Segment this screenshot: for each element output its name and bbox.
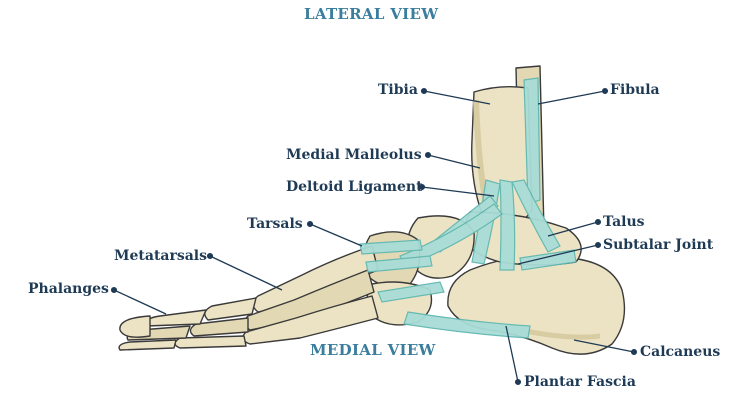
fibula-ligament xyxy=(523,77,541,205)
deltoid-ligament-band-2 xyxy=(499,179,516,271)
medial-malleolus-label: Medial Malleolus xyxy=(286,147,422,163)
subtalar-joint-label: Subtalar Joint xyxy=(603,237,714,253)
deltoid-ligament-label: Deltoid Ligament xyxy=(286,179,423,195)
ligaments xyxy=(359,77,577,339)
subtalar-ligament xyxy=(519,249,577,271)
midfoot-ligament-3 xyxy=(377,281,445,303)
deltoid-ligament-band-3 xyxy=(511,179,561,253)
lateral-view-heading: LATERAL VIEW xyxy=(304,5,439,23)
midfoot-ligament-1 xyxy=(359,239,423,255)
metatarsals-label: Metatarsals xyxy=(114,248,208,264)
leader-lines xyxy=(110,87,638,386)
medial-view-heading: MEDIAL VIEW xyxy=(310,341,436,359)
calcaneus-label: Calcaneus xyxy=(640,344,721,360)
big-toe-tip xyxy=(119,315,151,338)
calcaneus-bone xyxy=(447,255,626,355)
plantar-fascia-band xyxy=(403,311,531,339)
distal-phalanx xyxy=(145,309,207,327)
distal-phalanx-3 xyxy=(118,339,177,351)
tarsals-label: Tarsals xyxy=(247,216,303,232)
midfoot-ligament-2 xyxy=(365,255,433,273)
fibula-label: Fibula xyxy=(610,82,660,98)
plantar-fascia-label: Plantar Fascia xyxy=(524,374,636,390)
bones xyxy=(118,65,626,355)
tibia-label: Tibia xyxy=(378,82,418,98)
talus-label: Talus xyxy=(603,214,645,230)
phalanges-label: Phalanges xyxy=(28,281,109,297)
